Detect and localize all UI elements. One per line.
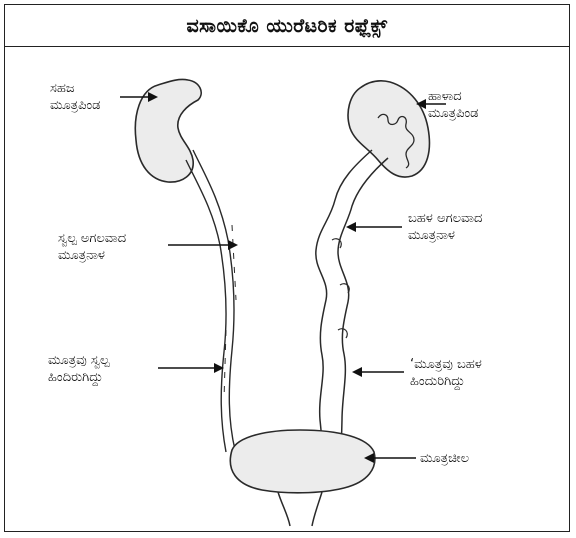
urethra: [278, 492, 322, 526]
label-normal-kidney: ಸಹಜ ಮೂತ್ರಪಿಂಡ: [50, 80, 100, 114]
damaged-kidney: [348, 81, 429, 177]
dilated-ureter-outer-left: [316, 150, 372, 462]
bladder: [230, 430, 375, 493]
label-very-wide-ureter: ಬಹಳ ಅಗಲವಾದ ಮೂತ್ರನಾಳ: [408, 210, 482, 244]
dilated-ureter-outer-right: [338, 158, 388, 462]
label-damaged-kidney: ಹಾಳಾದ ಮೂತ್ರಪಿಂಡ: [428, 88, 478, 122]
label-slightly-wide-ureter: ಸ್ವಲ್ಪ ಅಗಲವಾದ ಮೂತ್ರನಾಳ: [58, 230, 126, 264]
normal-ureter-inner: [186, 160, 226, 452]
label-bladder: ಮೂತ್ರಚೀಲ: [420, 450, 469, 467]
label-slight-reflux: ಮೂತ್ರವು ಸ್ವಲ್ಪ ಹಿಂದಿರುಗಿದ್ದು: [48, 352, 109, 386]
normal-kidney: [135, 79, 201, 182]
normal-ureter: [193, 150, 235, 450]
dilated-ureter-fold: [332, 239, 349, 338]
label-heavy-reflux: ‘ಮೂತ್ರವು ಬಹಳ ಹಿಂದುರಿಗಿದ್ದು: [410, 356, 482, 390]
